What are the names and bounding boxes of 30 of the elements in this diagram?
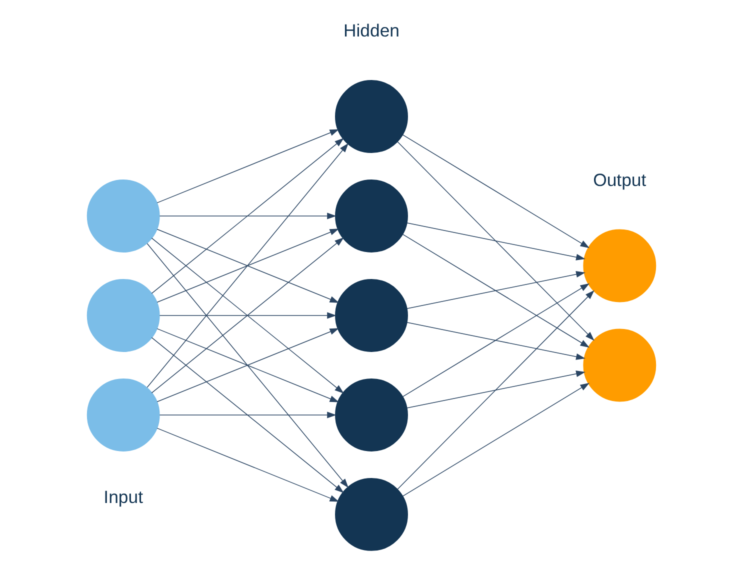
- node-circle: [582, 229, 656, 302]
- label: Output: [592, 170, 646, 190]
- arrow: [158, 212, 336, 220]
- arrow: [158, 412, 336, 418]
- node-circle: [582, 328, 656, 402]
- arrow: [406, 271, 585, 309]
- arrow: [396, 290, 594, 490]
- arrow: [402, 234, 590, 348]
- arrow: [150, 138, 344, 294]
- arrow: [406, 322, 585, 360]
- node-circle: [86, 378, 160, 452]
- arrow: [402, 382, 590, 497]
- node-circle: [86, 279, 160, 352]
- arrow: [402, 283, 590, 398]
- node-circle: [334, 279, 408, 352]
- node-circle: [86, 180, 160, 252]
- arrow: [146, 143, 348, 388]
- arrow: [158, 312, 336, 319]
- arrow: [396, 141, 594, 341]
- arrow: [406, 222, 585, 260]
- arrow: [156, 328, 339, 402]
- arrow: [156, 428, 339, 502]
- label: Hidden: [342, 20, 400, 41]
- arrow: [406, 370, 585, 408]
- label: Input: [103, 487, 142, 508]
- arrow: [402, 134, 590, 248]
- arrow: [156, 129, 339, 204]
- arrow: [150, 337, 344, 494]
- arrow: [156, 228, 339, 303]
- arrow: [146, 243, 348, 488]
